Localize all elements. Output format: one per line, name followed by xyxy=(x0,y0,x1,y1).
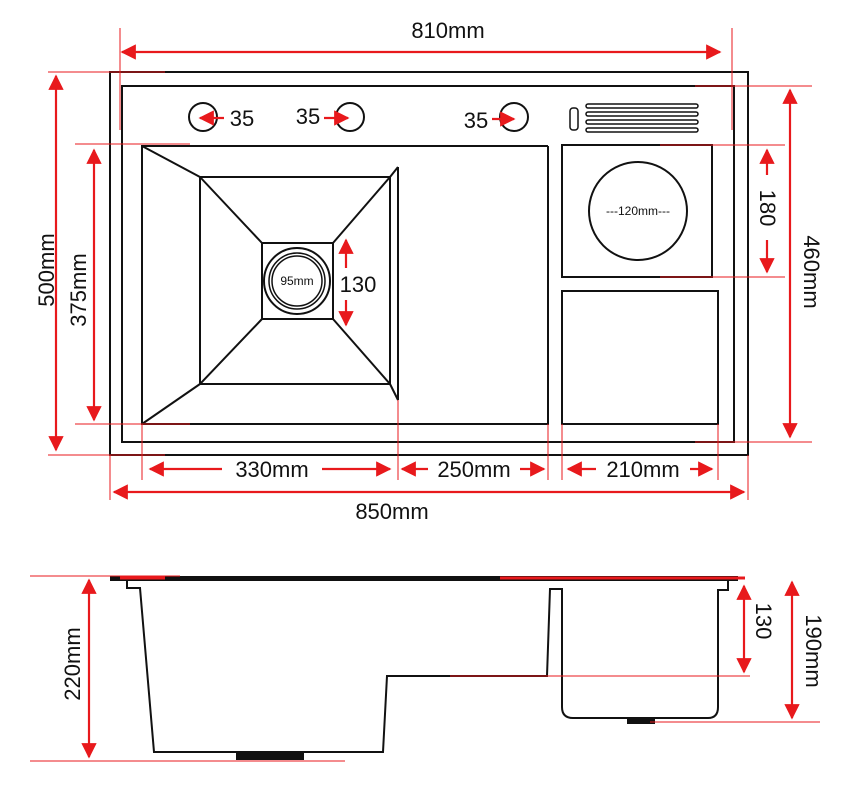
knife-rack xyxy=(569,103,699,133)
cup-compartment xyxy=(561,144,713,278)
top-view: 810mm 500mm 375mm 460mm 180 35 35 35 95m… xyxy=(34,18,824,524)
label-bowl-width: 330mm xyxy=(235,457,308,482)
faucet-hole-2 xyxy=(324,102,365,132)
label-side-width: 210mm xyxy=(606,457,679,482)
bowl-floor xyxy=(199,176,391,385)
faucet-hole-3 xyxy=(492,102,529,132)
side-view: 220mm 130 190mm xyxy=(30,575,826,762)
faucet-hole-1 xyxy=(188,102,224,132)
main-drain-pipe xyxy=(236,752,304,760)
label-faucet-hole-3: 35 xyxy=(464,108,488,133)
label-faucet-hole-1: 35 xyxy=(230,106,254,131)
label-width-outer: 850mm xyxy=(355,499,428,524)
label-height-inner: 460mm xyxy=(799,235,824,308)
label-depth-main: 220mm xyxy=(60,627,85,700)
label-drain-box: 130 xyxy=(340,272,377,297)
side-compartment xyxy=(561,290,719,425)
label-height-outer: 500mm xyxy=(34,233,59,306)
label-cup-diameter: ---120mm--- xyxy=(606,204,670,218)
sink-inner-rim xyxy=(121,85,735,443)
sink-top-rim xyxy=(110,576,738,581)
label-cup-height: 180 xyxy=(755,190,780,227)
label-drain-diameter: 95mm xyxy=(280,274,313,288)
drain-box xyxy=(261,242,334,320)
drain-ring-outer xyxy=(263,247,331,315)
drain-ring-inner xyxy=(268,252,326,310)
sink-side-profile xyxy=(126,581,729,753)
side-drain-pipe xyxy=(627,718,655,724)
label-faucet-hole-2: 35 xyxy=(296,104,320,129)
sink-outer-rim xyxy=(109,71,749,456)
label-depth-side: 190mm xyxy=(801,614,826,687)
label-drainboard-width: 250mm xyxy=(437,457,510,482)
cup-rinser xyxy=(588,161,688,261)
label-depth-small: 130 xyxy=(751,603,776,640)
label-width-inner: 810mm xyxy=(411,18,484,43)
label-bowl-height: 375mm xyxy=(66,253,91,326)
